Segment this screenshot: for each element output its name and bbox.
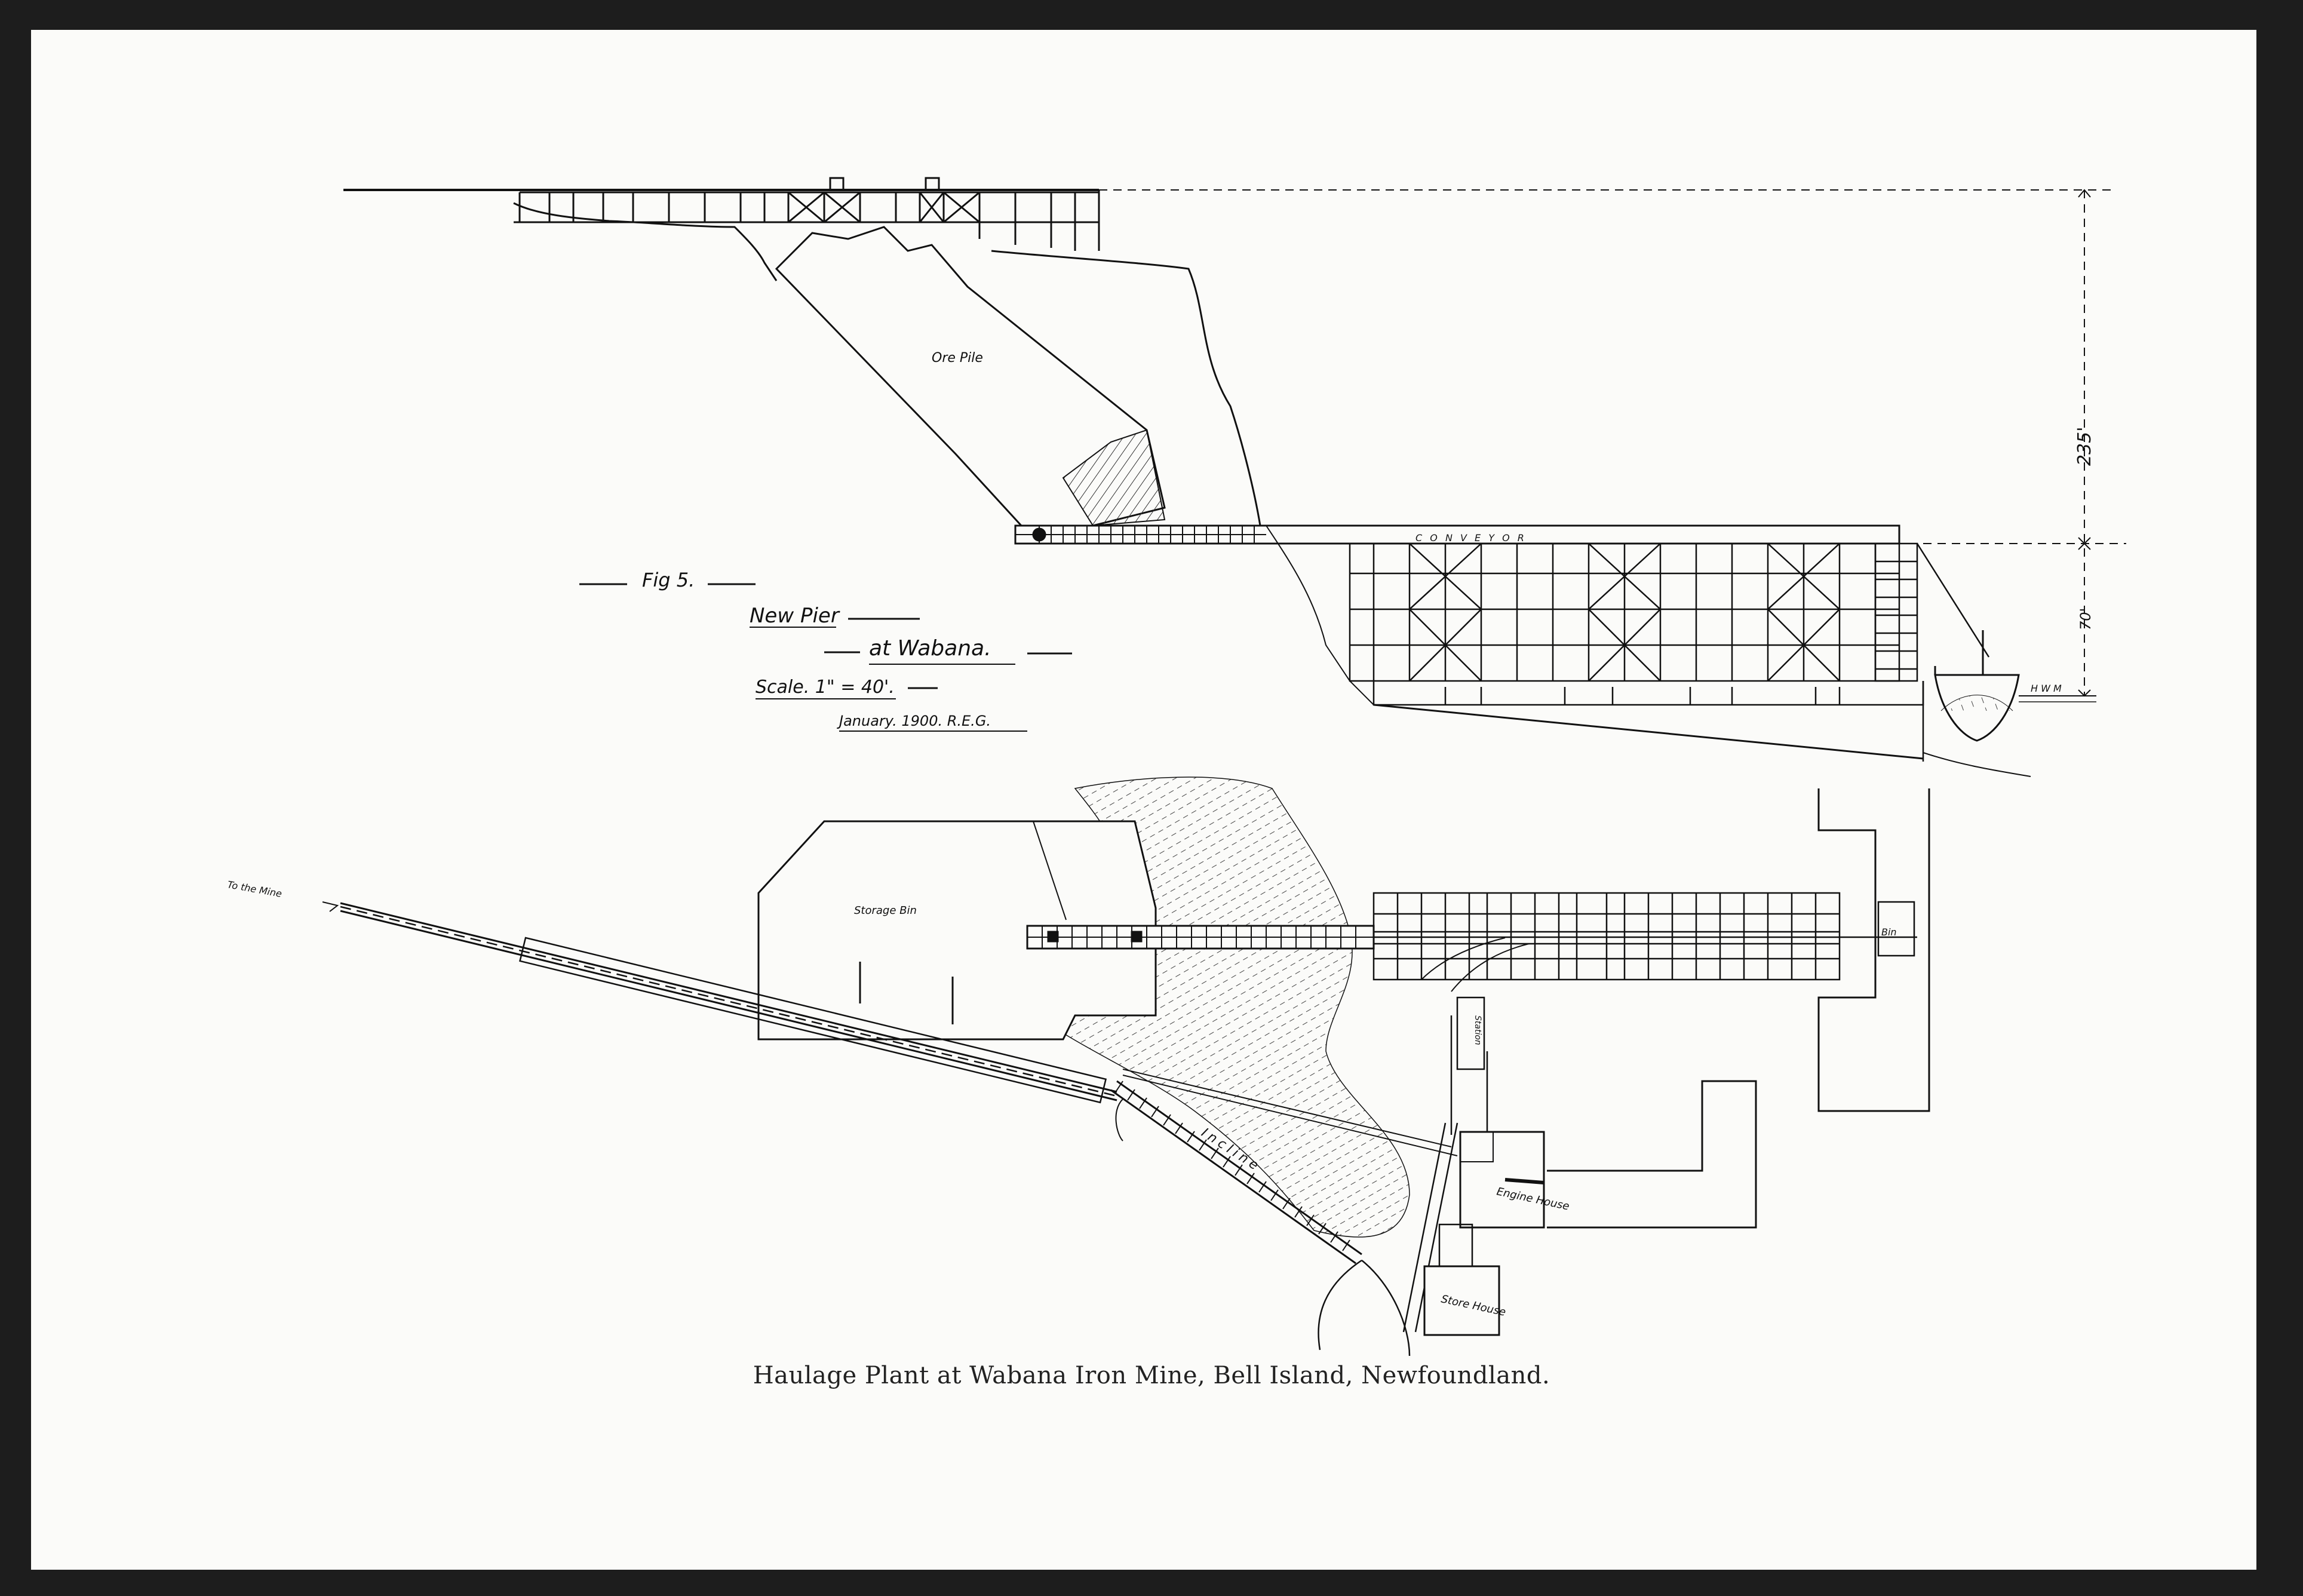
to-the-mine-label: To the Mine (226, 879, 282, 900)
ore-ship (1934, 630, 2020, 742)
figure-caption: Haulage Plant at Wabana Iron Mine, Bell … (753, 1362, 1550, 1389)
pier-framework (1349, 542, 1990, 682)
pier-foundations (1372, 681, 1924, 762)
pier-plan (1372, 788, 1930, 1112)
title-line-1: New Pier (750, 604, 840, 628)
engine-house (1459, 1131, 1545, 1229)
storage-bin-label: Storage Bin (854, 904, 917, 917)
ground-profile (513, 202, 778, 281)
store-house (1423, 1223, 1500, 1336)
conveyor-label: C O N V E Y O R (1415, 532, 1527, 544)
title-block: Fig 5. New Pier at Wabana. Scale. 1" = 4… (579, 569, 1072, 732)
title-line-2: at Wabana. (869, 636, 991, 661)
height-lower-label: 70' (2077, 608, 2094, 630)
plan-view (340, 776, 1930, 1356)
wharf-outline (1547, 1080, 1757, 1229)
height-dimension (1099, 189, 2126, 696)
scale-label: Scale. 1" = 40'. (756, 677, 895, 698)
station-label: Station (1473, 1015, 1482, 1045)
height-total-label: 235' (2074, 426, 2095, 466)
trestle-plan (1026, 925, 1375, 950)
upper-trestle (343, 177, 1100, 251)
hwm-label: H W M (2031, 683, 2062, 694)
elevation-view (343, 177, 2126, 777)
incline-track (1110, 1069, 1458, 1356)
tramway (340, 902, 1117, 1104)
station-building (1402, 996, 1488, 1333)
storage-bin (757, 820, 1157, 1041)
bin-label: Bin (1881, 926, 1897, 938)
elevation-labels: Ore Pile C O N V E Y O R 235' 70' H W M (932, 351, 2095, 694)
ore-pile-label: Ore Pile (932, 351, 983, 366)
fig-label: Fig 5. (642, 569, 695, 591)
date-label: January. 1900. R.E.G. (837, 713, 991, 729)
